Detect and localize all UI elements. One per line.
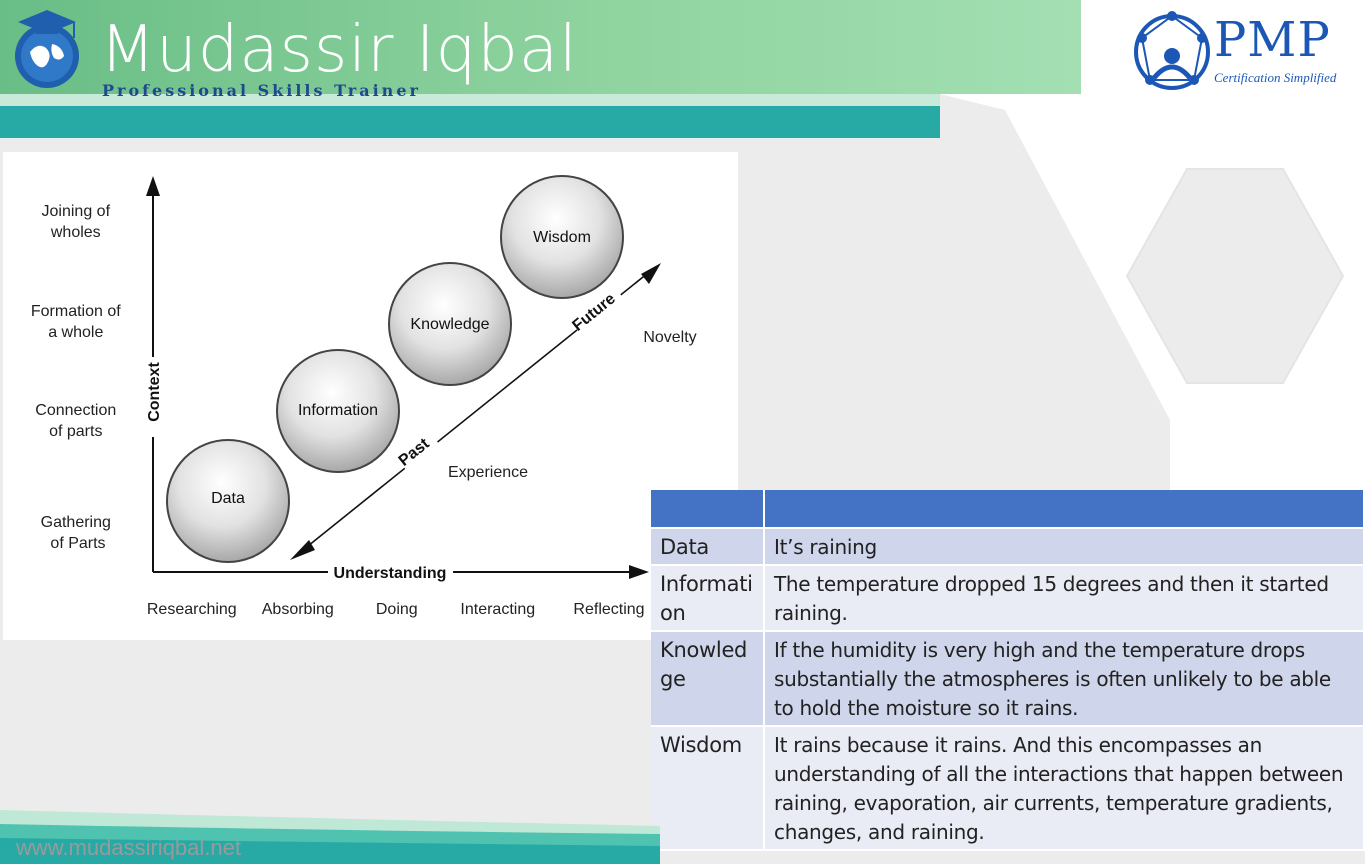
experience-label: Experience bbox=[448, 464, 528, 481]
header-teal-band bbox=[0, 94, 940, 138]
y-level-label: a whole bbox=[48, 324, 103, 341]
y-level-label: Formation of bbox=[31, 303, 121, 320]
table-header-cell bbox=[651, 490, 765, 529]
knowledge-circle: Knowledge bbox=[388, 262, 512, 386]
table-row: Data It’s raining bbox=[651, 528, 1365, 566]
y-level-label: wholes bbox=[50, 224, 101, 241]
wisdom-circle: Wisdom bbox=[500, 175, 624, 299]
example-cell: If the humidity is very high and the tem… bbox=[764, 631, 1365, 727]
y-level-label: Joining of bbox=[42, 203, 111, 220]
x-level-label: Reflecting bbox=[573, 601, 644, 618]
information-circle-label: Information bbox=[298, 402, 378, 419]
term-cell: Information bbox=[651, 565, 765, 632]
y-level-label: Connection bbox=[35, 402, 116, 419]
term-cell: Wisdom bbox=[651, 726, 765, 851]
x-axis-label: Understanding bbox=[334, 565, 447, 582]
table-row: Knowledge If the humidity is very high a… bbox=[651, 631, 1365, 727]
y-axis-arrowhead-icon bbox=[146, 176, 160, 196]
svg-text:Researching Absorbing: Researching Absorbing Doing Interacting … bbox=[147, 601, 645, 618]
knowledge-circle-label: Knowledge bbox=[410, 316, 489, 333]
y-level-label: Gathering bbox=[41, 514, 111, 531]
example-cell: The temperature dropped 15 degrees and t… bbox=[764, 565, 1365, 632]
future-arrowhead-icon bbox=[641, 263, 661, 284]
y-axis-label: Context bbox=[146, 362, 163, 422]
hexagon-decoration bbox=[1125, 167, 1345, 385]
data-circle-label: Data bbox=[211, 490, 245, 507]
x-level-label: Absorbing bbox=[262, 601, 334, 618]
novelty-label: Novelty bbox=[643, 329, 696, 346]
header-band bbox=[0, 0, 1081, 94]
svg-text:Joining of wholes: Joining of wholes Formation of a whole C… bbox=[31, 203, 125, 552]
graduation-globe-logo-icon bbox=[15, 10, 79, 88]
y-level-label: of parts bbox=[49, 423, 102, 440]
data-circle: Data bbox=[166, 439, 290, 563]
y-level-label: of Parts bbox=[50, 535, 105, 552]
dikw-examples-table: Data It’s raining Information The temper… bbox=[651, 490, 1365, 851]
pmp-logo-title: PMP bbox=[1214, 12, 1331, 68]
example-cell: It’s raining bbox=[764, 528, 1365, 566]
x-level-label: Researching bbox=[147, 601, 237, 618]
wisdom-circle-label: Wisdom bbox=[533, 229, 591, 246]
x-axis-arrowhead-icon bbox=[629, 565, 649, 579]
information-circle: Information bbox=[276, 349, 400, 473]
term-cell: Knowledge bbox=[651, 631, 765, 727]
table-header-row bbox=[651, 490, 1365, 529]
past-arrowhead-icon bbox=[290, 540, 315, 560]
website-link[interactable]: www.mudassiriqbal.net bbox=[16, 835, 241, 860]
brand-tagline: Professional Skills Trainer bbox=[102, 81, 421, 100]
table-row: Wisdom It rains because it rains. And th… bbox=[651, 726, 1365, 851]
dikw-diagram: Understanding Context Joining of wholes … bbox=[3, 152, 738, 640]
term-cell: Data bbox=[651, 528, 765, 566]
pmp-logo-icon bbox=[1134, 11, 1210, 90]
pmp-logo-subtitle: Certification Simplified bbox=[1214, 70, 1337, 85]
x-level-label: Interacting bbox=[460, 601, 535, 618]
brand-name: Mudassir Iqbal bbox=[100, 13, 578, 87]
table-header-cell bbox=[764, 490, 1365, 529]
x-level-label: Doing bbox=[376, 601, 418, 618]
example-cell: It rains because it rains. And this enco… bbox=[764, 726, 1365, 851]
table-row: Information The temperature dropped 15 d… bbox=[651, 565, 1365, 632]
footer-wave-decoration bbox=[0, 810, 660, 864]
